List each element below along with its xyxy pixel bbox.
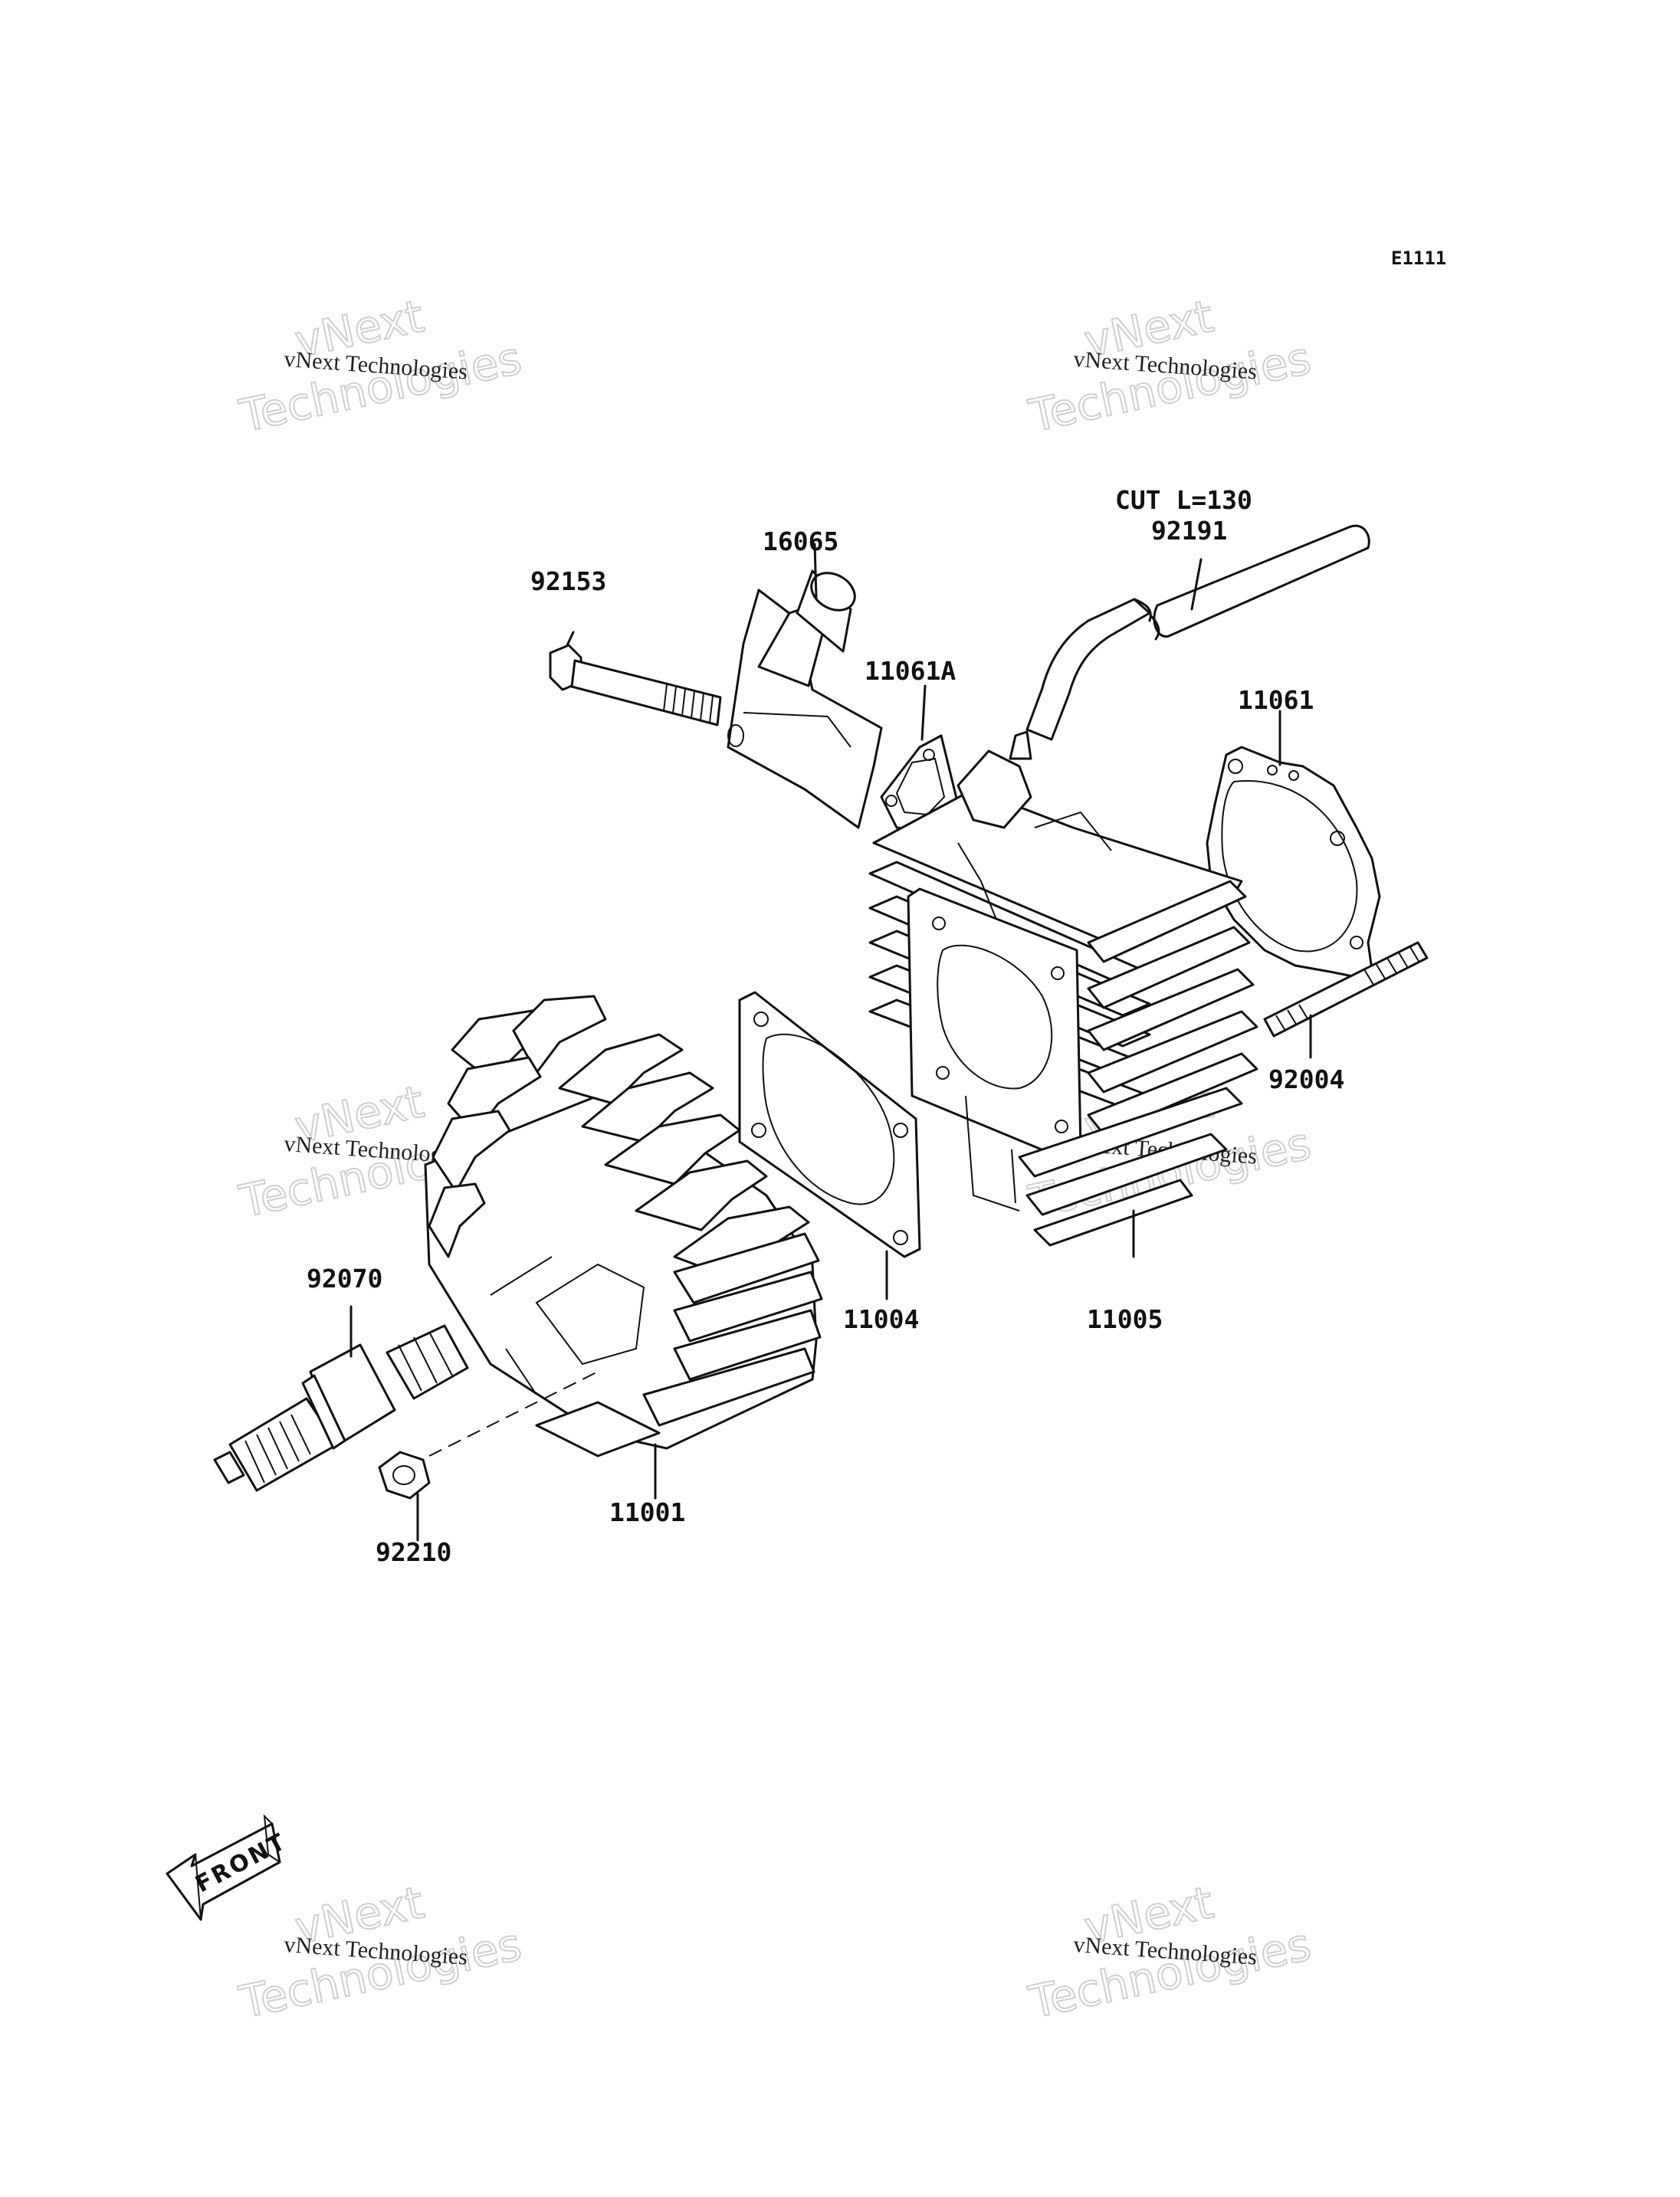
part-label-92191: 92191 (1151, 516, 1227, 546)
part-label-11005: 11005 (1087, 1304, 1163, 1334)
cylinder-head-11001-drawing (424, 995, 823, 1500)
watermark: vNext Technologies vNext Technologies (235, 1875, 527, 2029)
part-label-92004: 92004 (1268, 1064, 1344, 1094)
part-label-92210: 92210 (376, 1537, 451, 1567)
nut-92210-drawing (378, 1451, 431, 1542)
part-label-11004: 11004 (843, 1304, 919, 1334)
stud-92004-drawing (1263, 941, 1429, 1059)
watermark: vNext Technologies vNext Technologies (1024, 289, 1317, 443)
cylinder-11005-drawing (868, 730, 1258, 1258)
intake-pipe-16065-drawing (727, 543, 883, 829)
part-labels: 92153 16065 11061A CUT L=130 92191 11061… (307, 485, 1344, 1567)
part-label-92070: 92070 (307, 1264, 382, 1294)
part-label-11061A: 11061A (865, 656, 956, 686)
front-direction-marker: FRONT (166, 1814, 291, 1921)
spark-plug-92070-drawing (213, 1305, 469, 1492)
hose-92191-drawing (1025, 524, 1370, 741)
watermark: vNext Technologies vNext Technologies (235, 289, 527, 443)
diagram-code: E1111 (1391, 248, 1446, 269)
bolt-92153-drawing (549, 631, 722, 726)
part-label-11061: 11061 (1238, 685, 1314, 715)
part-label-11001: 11001 (609, 1497, 685, 1527)
watermark: vNext Technologies vNext Technologies (1024, 1875, 1317, 2029)
part-label-16065: 16065 (763, 526, 838, 556)
part-label-92153: 92153 (530, 566, 606, 596)
part-note-92191: CUT L=130 (1115, 485, 1252, 515)
gasket-11004-drawing (738, 991, 921, 1300)
